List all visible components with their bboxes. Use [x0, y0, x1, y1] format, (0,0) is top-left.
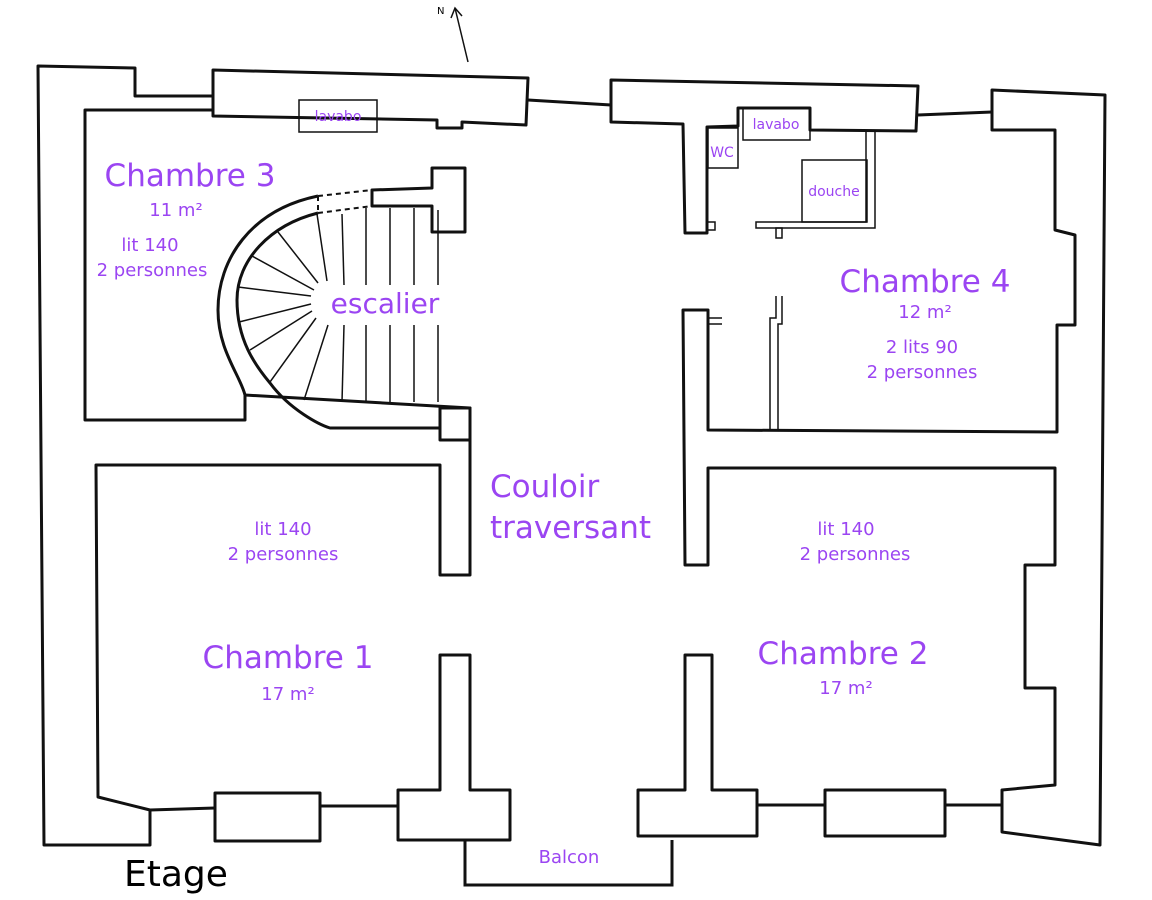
couloir-label-1: Couloir [490, 469, 599, 505]
chambre3-area: 11 m² [149, 200, 202, 221]
chambre1-bed: lit 140 [254, 519, 311, 540]
chambre1-area: 17 m² [261, 684, 314, 705]
chambre1-capacity: 2 personnes [228, 544, 339, 565]
north-arrow-icon: N [437, 6, 469, 63]
chambre3-bed: lit 140 [121, 235, 178, 256]
escalier-label: escalier [331, 287, 440, 320]
lavabo-fixture-2 [298, 99, 378, 133]
chambre4-capacity: 2 personnes [867, 362, 978, 383]
balcon-label: Balcon [539, 847, 600, 868]
lavabo-fixture [742, 107, 811, 141]
chambre3-capacity: 2 personnes [97, 260, 208, 281]
chambre4-name: Chambre 4 [840, 264, 1011, 300]
staircase [216, 189, 440, 430]
douche-label: douche [808, 184, 860, 200]
lavabo-label: lavabo [315, 109, 362, 125]
couloir-label-2: traversant [490, 510, 651, 546]
labels: lavabo lavabo WC douche Chambre 3 11 m² … [97, 109, 1011, 895]
lavabo-label-2: lavabo [753, 117, 800, 133]
wc-label: WC [710, 145, 734, 161]
bathroom [298, 99, 876, 430]
north-label: N [437, 6, 444, 17]
chambre4-bed: 2 lits 90 [886, 337, 958, 358]
chambre1-name: Chambre 1 [203, 640, 374, 676]
wc-fixture [707, 127, 739, 169]
plan-title: Etage [124, 854, 228, 895]
chambre2-area: 17 m² [819, 678, 872, 699]
chambre2-bed: lit 140 [817, 519, 874, 540]
chambre2-capacity: 2 personnes [800, 544, 911, 565]
chambre4-area: 12 m² [898, 302, 951, 323]
chambre2-name: Chambre 2 [758, 636, 929, 672]
chambre3-name: Chambre 3 [105, 158, 276, 194]
walls [36, 64, 1107, 887]
